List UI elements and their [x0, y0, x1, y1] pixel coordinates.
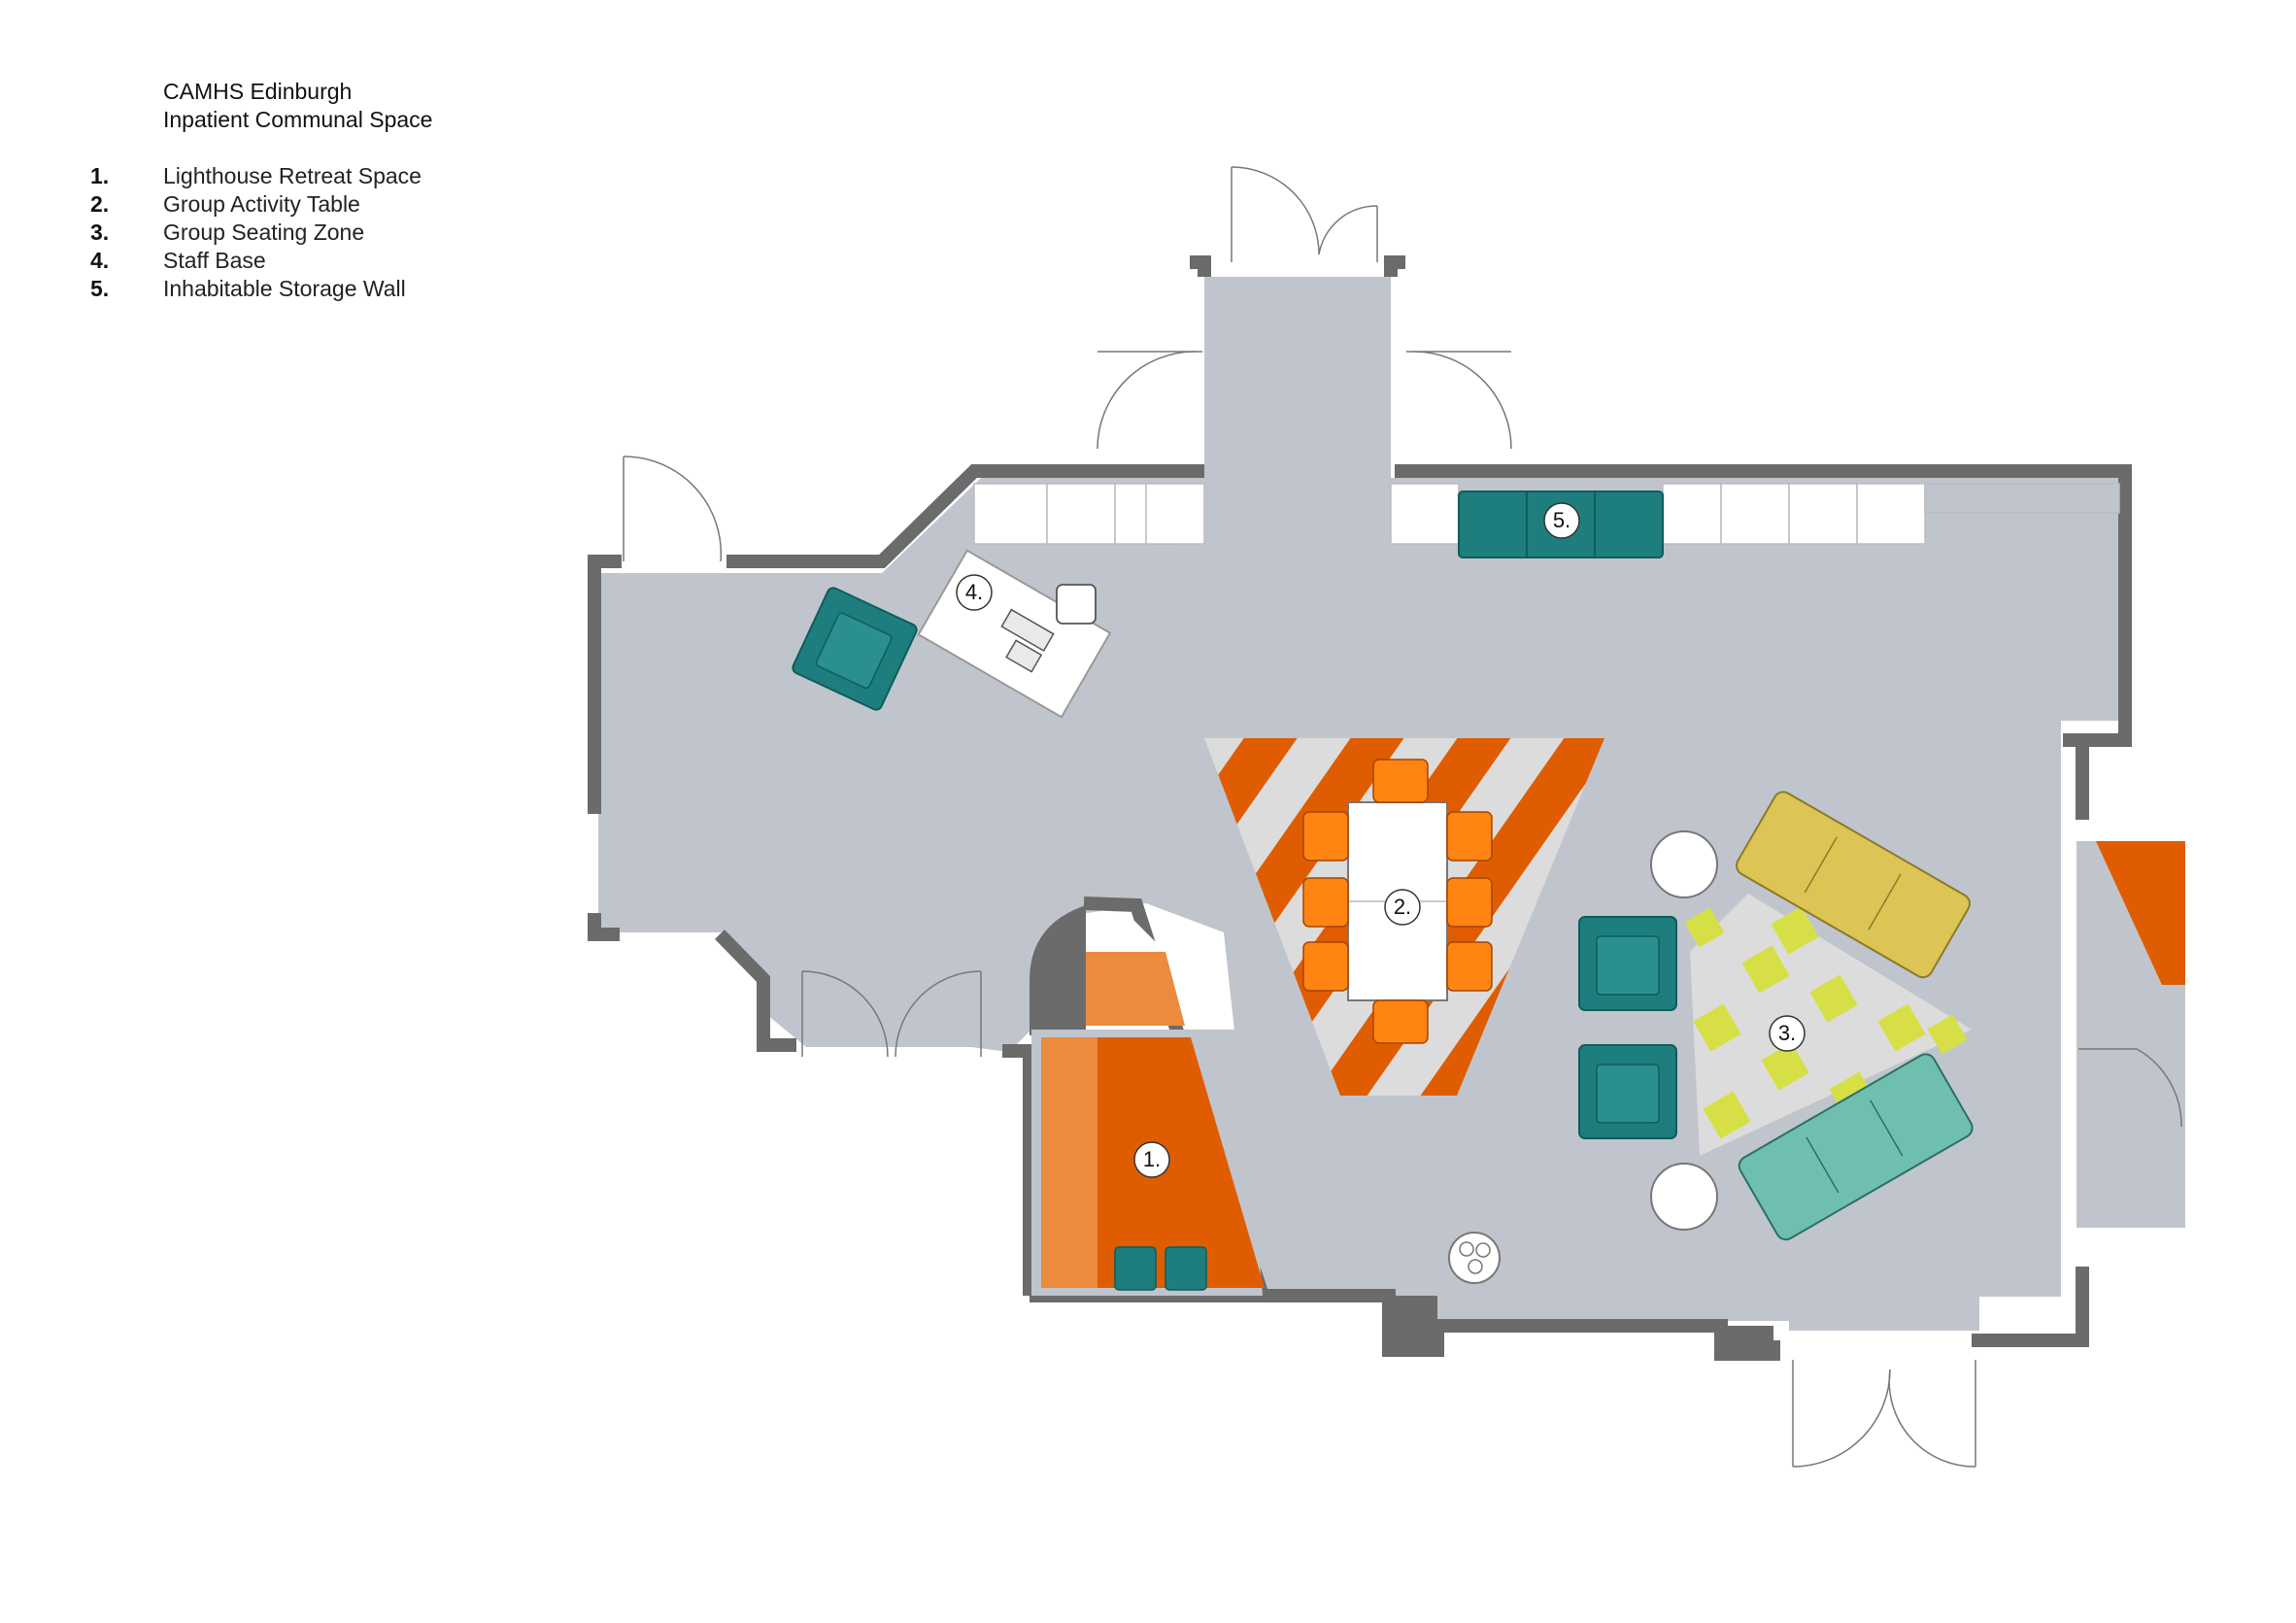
sofa-yellow[interactable]	[1733, 789, 1973, 981]
svg-text:3.: 3.	[1778, 1021, 1796, 1045]
legend-number: 3.	[90, 220, 110, 245]
top-doors	[623, 166, 1512, 562]
marker-5: 5.	[1543, 502, 1580, 539]
svg-text:4.: 4.	[965, 580, 983, 604]
legend-label: Lighthouse Retreat Space	[163, 163, 422, 188]
legend-item: 3. Group Seating Zone	[90, 219, 422, 247]
legend-item: 1. Lighthouse Retreat Space	[90, 162, 422, 190]
legend-item: 5. Inhabitable Storage Wall	[90, 275, 422, 303]
page-title: CAMHS Edinburgh	[163, 79, 353, 104]
legend-label: Group Activity Table	[163, 191, 360, 217]
retreat-stools[interactable]	[1114, 1246, 1207, 1291]
office-chair-icon	[1056, 584, 1097, 625]
marker-2: 2.	[1384, 889, 1421, 926]
svg-text:2.: 2.	[1394, 895, 1411, 919]
legend-number: 1.	[90, 163, 110, 188]
legend-item: 2. Group Activity Table	[90, 190, 422, 219]
page-subtitle: Inpatient Communal Space	[163, 107, 433, 132]
armchair-icon[interactable]	[1578, 1044, 1677, 1139]
storage-cabinets	[973, 483, 2120, 545]
armchair-icon[interactable]	[791, 586, 918, 711]
legend: 1. Lighthouse Retreat Space 2. Group Act…	[90, 162, 422, 303]
wall-block	[1721, 1326, 1773, 1357]
retreat-curved-wall	[1030, 905, 1086, 1035]
bottom-doors	[801, 970, 2182, 1468]
legend-item: 4. Staff Base	[90, 247, 422, 275]
legend-number: 4.	[90, 248, 110, 273]
title-block: CAMHS Edinburgh Inpatient Communal Space	[163, 78, 432, 134]
wall-block	[1389, 1296, 1437, 1354]
chair-group[interactable]	[1302, 759, 1493, 1044]
marker-4: 4.	[956, 574, 993, 611]
legend-number: 5.	[90, 276, 110, 301]
stool-table-icon[interactable]	[1448, 1232, 1501, 1284]
armchair-icon[interactable]	[1578, 916, 1677, 1011]
legend-label: Staff Base	[163, 248, 266, 273]
marker-3: 3.	[1769, 1015, 1806, 1052]
side-table[interactable]	[1650, 830, 1718, 898]
side-table[interactable]	[1650, 1163, 1718, 1231]
svg-text:1.: 1.	[1143, 1147, 1161, 1171]
legend-label: Group Seating Zone	[163, 220, 365, 245]
marker-1: 1.	[1133, 1141, 1170, 1178]
sofa-teal[interactable]	[1736, 1051, 1975, 1243]
svg-text:5.: 5.	[1553, 508, 1570, 532]
legend-label: Inhabitable Storage Wall	[163, 276, 406, 301]
exterior-walls	[588, 255, 2132, 1361]
legend-number: 2.	[90, 191, 110, 217]
right-annex-orange	[2096, 841, 2185, 985]
